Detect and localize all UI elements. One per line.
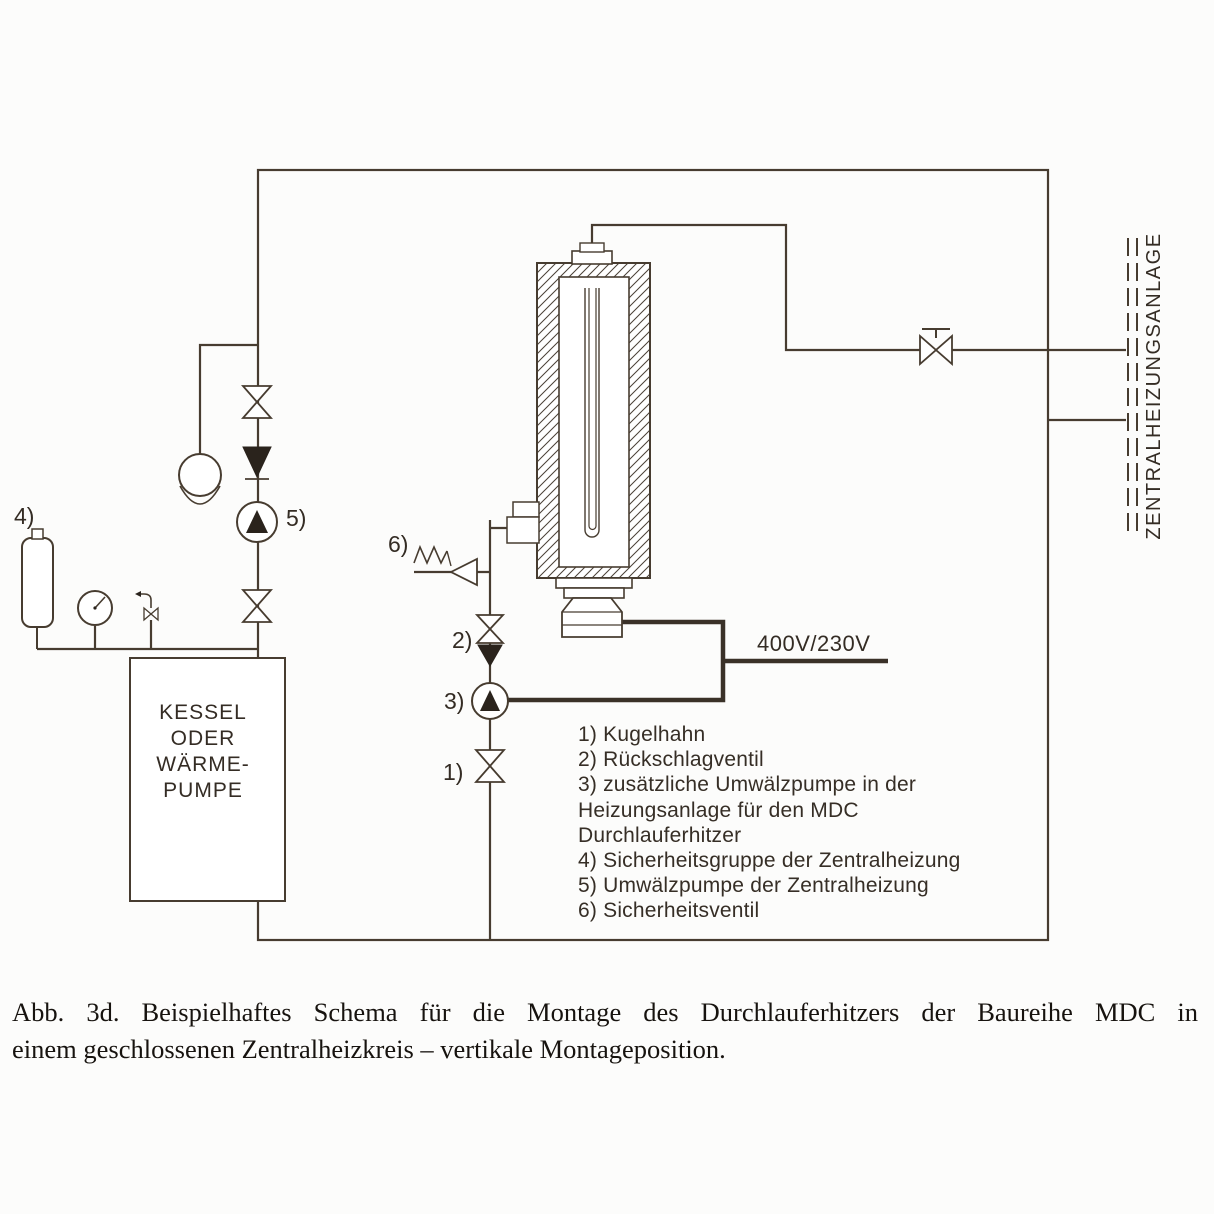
voltage-label: 400V/230V <box>757 631 870 656</box>
central-heating-boundary <box>1127 238 1138 536</box>
boiler-label-line2: ODER <box>171 727 236 750</box>
circulation-pump-5-icon <box>236 501 278 543</box>
legend-line: 1) Kugelhahn <box>578 723 706 746</box>
legend-line: 6) Sicherheitsventil <box>578 899 760 923</box>
separator-branch-pipe <box>198 343 258 454</box>
boiler-label-line3: WÄRME- <box>156 753 250 776</box>
label-2: 2) <box>452 627 472 653</box>
heater-flange <box>555 577 633 589</box>
label-5: 5) <box>286 505 306 531</box>
heater-top-nipple <box>579 242 605 253</box>
label-1: 1) <box>443 759 463 785</box>
safety-relief-valve-icon <box>413 544 478 587</box>
ball-valve-1-icon <box>474 749 506 783</box>
cone-ribs <box>562 611 622 626</box>
heater-cavity <box>558 276 630 568</box>
legend-line: 3) zusätzliche Umwälzpumpe in der <box>578 773 917 797</box>
caption-line1: Abb. 3d. Beispielhaftes Schema für die M… <box>12 997 1198 1027</box>
label-4: 4) <box>14 503 34 529</box>
caption-line2: einem geschlossenen Zentralheizkreis – v… <box>12 1034 726 1064</box>
pressure-gauge-icon <box>77 590 113 626</box>
check-valve-2-icon <box>477 644 503 668</box>
boiler-label-line4: PUMPE <box>163 779 243 802</box>
ball-valve-left-lower-icon <box>241 589 273 623</box>
heating-element-inner-icon <box>588 288 597 531</box>
central-heating-label: ZENTRALHEIZUNGSANLAGE <box>1143 232 1165 539</box>
boiler-label-line1: KESSEL <box>159 701 247 724</box>
schematic-diagram: KESSEL ODER WÄRME- PUMPE 4) 5) 6) <box>14 168 1165 942</box>
ball-valve-2-icon <box>474 614 506 644</box>
heater-flange-ring <box>563 587 625 599</box>
drain-valve-icon <box>135 591 159 622</box>
boiler-box: KESSEL ODER WÄRME- PUMPE <box>129 657 286 902</box>
heater-bottom-cone <box>561 597 623 638</box>
heater-outlet-pipe <box>590 223 1126 352</box>
electric-cable <box>508 619 888 703</box>
heating-element-icon <box>584 288 600 538</box>
label-6: 6) <box>388 531 408 557</box>
inlet-port-lower <box>506 516 540 544</box>
legend-line: 4) Sicherheitsgruppe der Zentralheizung <box>578 849 961 873</box>
label-3: 3) <box>444 688 464 714</box>
ball-valve-top-icon <box>919 328 953 366</box>
air-separator-icon <box>178 453 222 505</box>
legend-line: Durchlauferhitzer <box>578 823 742 847</box>
legend: 1) Kugelhahn 2) Rückschlagventil 3) zusä… <box>578 722 961 924</box>
legend-line: Heizungsanlage für den MDC <box>578 798 859 822</box>
legend-line: 5) Umwälzpumpe der Zentralheizung <box>578 874 929 898</box>
heater-top-cap <box>571 250 613 265</box>
circulation-pump-3-icon <box>471 682 509 720</box>
figure-caption: Abb. 3d. Beispielhaftes Schema für die M… <box>12 994 1198 1068</box>
legend-line: 2) Rückschlagventil <box>578 748 764 772</box>
main-circuit-pipe <box>256 168 1050 942</box>
check-valve-left-icon <box>242 446 272 480</box>
ball-valve-left-upper-icon <box>241 385 273 419</box>
water-heater <box>506 242 651 638</box>
expansion-vessel-icon <box>21 528 54 649</box>
boiler-outline <box>129 657 286 902</box>
inlet-port-upper <box>512 501 540 518</box>
